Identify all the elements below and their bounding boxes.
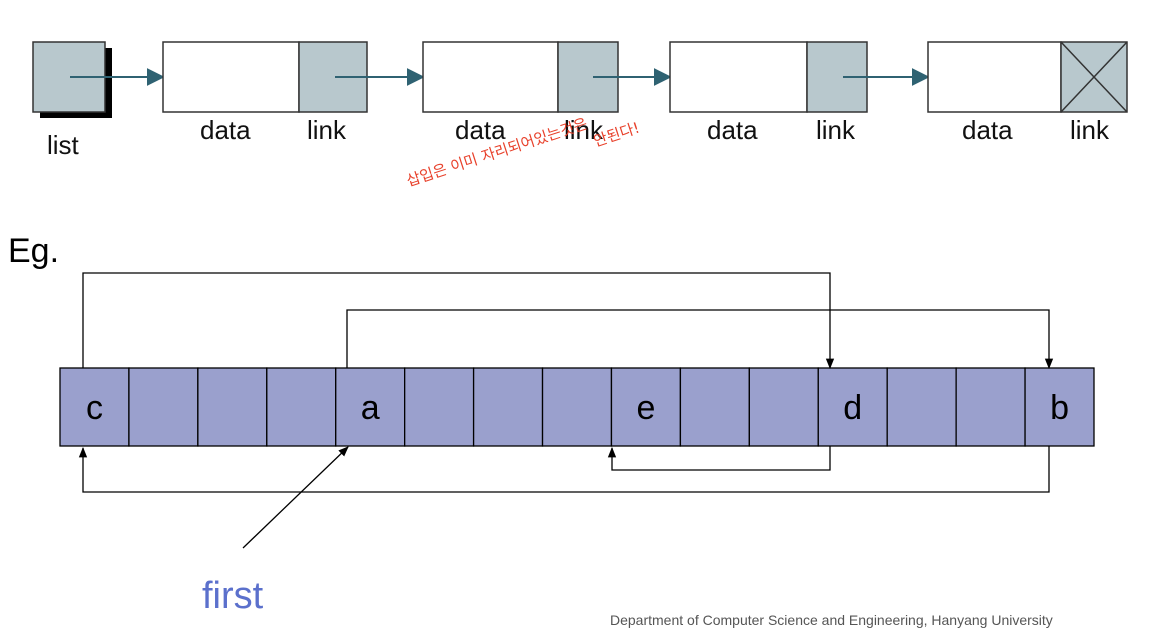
- node-2-data: [422, 41, 559, 113]
- array-cell: [886, 367, 957, 447]
- array-cell-letter-e: e: [636, 389, 655, 427]
- list-label: list: [47, 130, 79, 160]
- first-pointer-arrow: [242, 446, 349, 549]
- node-3-data: [669, 41, 808, 113]
- node-1-link-label: link: [307, 115, 347, 145]
- link-b-to-c: [78, 446, 1050, 493]
- node-1-data-label: data: [200, 115, 251, 145]
- node-4-link-label: link: [1070, 115, 1110, 145]
- null-cross-2: [1060, 41, 1128, 113]
- array-cell: [266, 367, 337, 447]
- example-label: Eg.: [8, 232, 60, 270]
- link-d-to-e: [607, 446, 831, 471]
- node-1-data: [162, 41, 300, 113]
- array-cell: [335, 367, 406, 447]
- array-cell: [472, 367, 544, 447]
- link-c-to-d: [82, 272, 835, 370]
- array-cell: [817, 367, 888, 447]
- array-cell: [541, 367, 613, 447]
- link-a-to-b: [346, 309, 1054, 370]
- array-cell-letter-b: b: [1050, 389, 1069, 427]
- array-cell-letter-d: d: [843, 389, 862, 427]
- array-cell: [955, 367, 1026, 447]
- array-cell-letter-a: a: [361, 389, 380, 427]
- array-cell: [404, 367, 475, 447]
- array-cell: [679, 367, 750, 447]
- array-cell: [59, 367, 130, 447]
- array-cell: [610, 367, 682, 447]
- array-cell: [1024, 367, 1095, 447]
- node-2-link-label: link: [564, 115, 604, 145]
- linked-list-diagram: [32, 41, 1128, 118]
- array-cell: [748, 367, 819, 447]
- node-3-data-label: data: [707, 115, 758, 145]
- array-cell: [128, 367, 199, 447]
- node-4-data-label: data: [962, 115, 1013, 145]
- array-cell: [197, 367, 268, 447]
- first-label: first: [202, 575, 264, 617]
- footer-text: Department of Computer Science and Engin…: [610, 612, 1053, 628]
- node-2-data-label: data: [455, 115, 506, 145]
- node-3-link-label: link: [816, 115, 856, 145]
- array-cell-letter-c: c: [86, 389, 103, 427]
